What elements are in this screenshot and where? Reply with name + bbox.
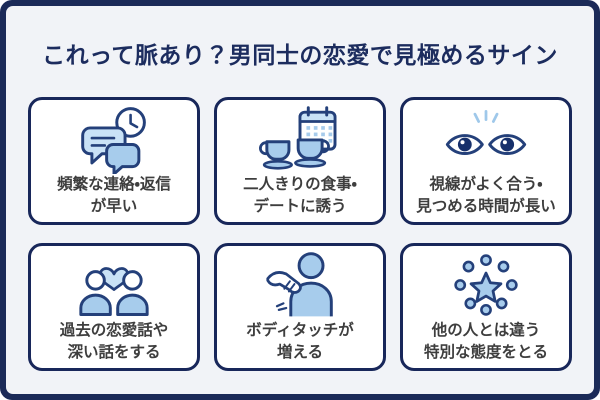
card-label-line2: 見つめる時間が長い	[416, 197, 556, 215]
card-label: 頻繁な連絡・返信 が早い	[57, 174, 171, 226]
card-frequent-contact: 頻繁な連絡・返信 が早い	[28, 97, 200, 225]
card-label-line2: 特別な態度をとる	[423, 343, 548, 361]
card-label-line1: ボディタッチが	[246, 322, 354, 339]
card-grid: 頻繁な連絡・返信 が早い	[28, 97, 572, 371]
card-label-line2: 増える	[276, 343, 324, 361]
card-label-line1: 他の人とは違う	[431, 322, 541, 339]
card-label-line1: 二人きりの食事・	[243, 176, 357, 193]
content-panel: これって脈あり？男同士の恋愛で見極めるサイン 頻繁な連絡・返信 が早い	[6, 6, 594, 394]
card-label: ボディタッチが 増える	[246, 320, 353, 372]
coffee-cups-calendar-icon	[254, 100, 346, 174]
eye-contact-icon	[440, 100, 532, 174]
card-label: 他の人とは違う 特別な態度をとる	[424, 320, 548, 372]
card-meal-date: 二人きりの食事・ デートに誘う	[214, 97, 386, 225]
card-label: 過去の恋愛話や 深い話をする	[60, 320, 169, 372]
card-eye-contact: 視線がよく合う・ 見つめる時間が長い	[400, 97, 572, 225]
card-label-line1: 頻繁な連絡・返信	[57, 176, 171, 193]
card-special-attitude: 他の人とは違う 特別な態度をとる	[400, 243, 572, 371]
card-label-line2: が早い	[90, 197, 138, 215]
shoulder-touch-icon	[254, 246, 346, 320]
card-label: 二人きりの食事・ デートに誘う	[243, 174, 357, 226]
special-star-icon	[440, 246, 532, 320]
card-label: 視線がよく合う・ 見つめる時間が長い	[416, 174, 556, 226]
card-label-line2: 深い話をする	[67, 343, 161, 361]
chat-bubbles-clock-icon	[68, 100, 160, 174]
card-deep-talk: 過去の恋愛話や 深い話をする	[28, 243, 200, 371]
card-body-touch: ボディタッチが 増える	[214, 243, 386, 371]
page-title: これって脈あり？男同士の恋愛で見極めるサイン	[42, 42, 558, 68]
card-label-line1: 視線がよく合う・	[429, 176, 543, 193]
card-label-line2: デートに誘う	[253, 197, 347, 215]
couple-heart-icon	[68, 246, 160, 320]
card-label-line1: 過去の恋愛話や	[59, 322, 169, 339]
